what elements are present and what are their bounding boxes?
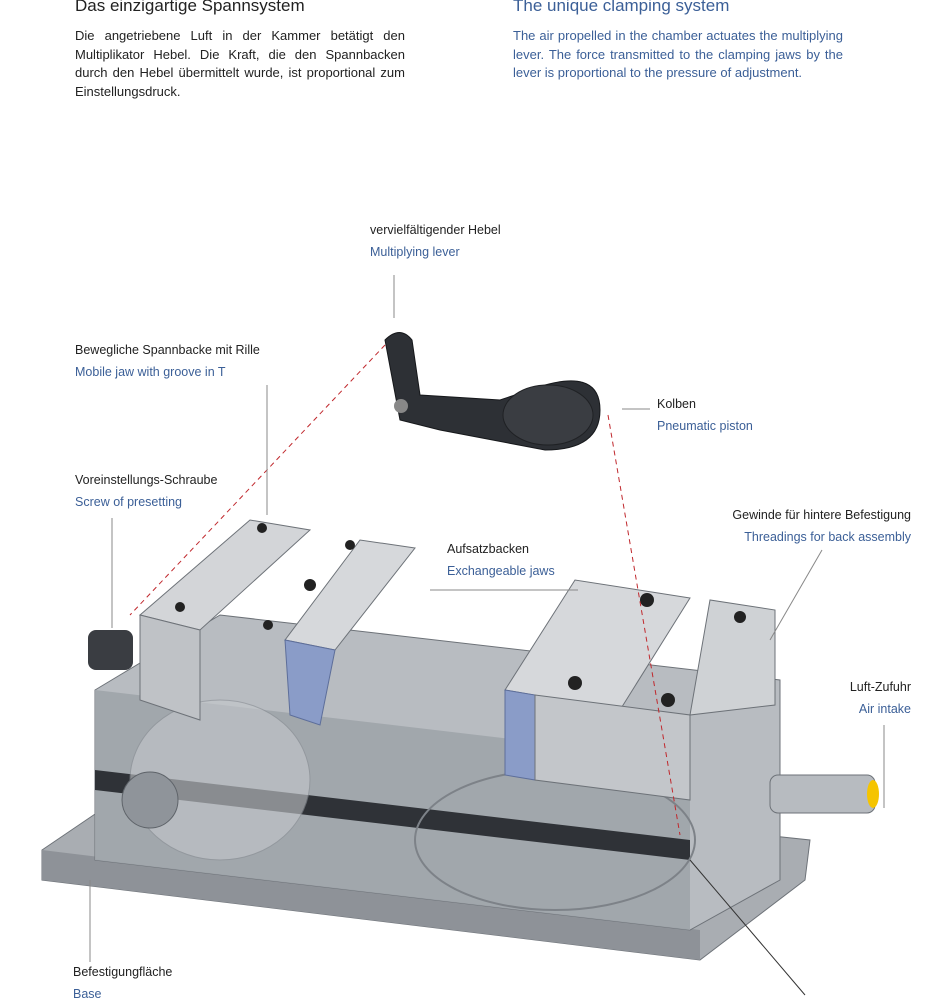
german-paragraph: Die angetriebene Luft in der Kammer betä…	[75, 28, 405, 99]
label-en: Mobile jaw with groove in T	[75, 365, 226, 379]
multiplying-lever	[384, 332, 601, 451]
label-en: Pneumatic piston	[657, 419, 753, 433]
label-air-intake: Luft-Zufuhr Air intake	[850, 676, 911, 720]
label-en: Threadings for back assembly	[744, 530, 911, 544]
label-de: Gewinde für hintere Befestigung	[732, 508, 911, 522]
label-base: Befestigungfläche Base	[73, 961, 172, 1000]
label-de: Voreinstellungs-Schraube	[75, 473, 218, 487]
label-en: Base	[73, 987, 102, 1000]
air-intake-fitting	[769, 774, 879, 814]
german-title: Das einzigartige Spannsystem	[75, 0, 305, 15]
label-de: Befestigungfläche	[73, 965, 173, 979]
label-en: Multiplying lever	[370, 245, 460, 259]
label-de: Bewegliche Spannbacke mit Rille	[75, 343, 260, 357]
english-paragraph: The air propelled in the chamber actuate…	[513, 28, 843, 80]
label-mobile-jaw: Bewegliche Spannbacke mit Rille Mobile j…	[75, 339, 260, 383]
label-en: Screw of presetting	[75, 495, 182, 509]
label-de: Luft-Zufuhr	[849, 680, 911, 694]
label-threadings: Gewinde für hintere Befestigung Threadin…	[732, 504, 911, 548]
label-multiplying-lever: vervielfältigender Hebel Multiplying lev…	[370, 219, 501, 263]
label-piston: Kolben Pneumatic piston	[657, 393, 753, 437]
mobile-jaw	[138, 519, 416, 726]
label-en: Air intake	[858, 702, 911, 716]
label-de: vervielfältigender Hebel	[370, 223, 501, 237]
presetting-screw	[88, 630, 133, 670]
label-presetting-screw: Voreinstellungs-Schraube Screw of preset…	[75, 469, 217, 513]
english-title: The unique clamping system	[513, 0, 730, 15]
label-exchangeable-jaws: Aufsatzbacken Exchangeable jaws	[447, 538, 555, 582]
label-en: Exchangeable jaws	[447, 564, 555, 578]
label-de: Aufsatzbacken	[447, 542, 529, 556]
fixed-jaw	[504, 579, 776, 801]
leader-lines	[89, 275, 885, 996]
label-de: Kolben	[657, 397, 696, 411]
